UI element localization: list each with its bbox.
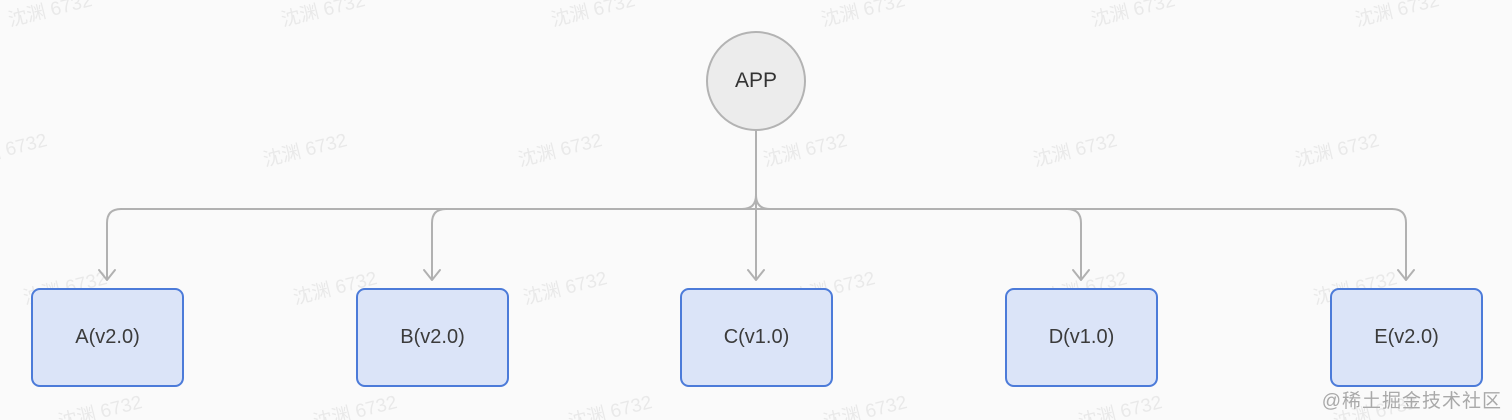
- edge-to-a: [106, 208, 122, 279]
- edge-to-b: [431, 208, 447, 279]
- node-e-label: E(v2.0): [1374, 326, 1439, 348]
- node-c-label: C(v1.0): [723, 326, 790, 348]
- community-watermark: @稀土掘金技术社区: [1321, 391, 1502, 412]
- node-app: APP: [706, 31, 806, 131]
- node-d-label: D(v1.0): [1048, 326, 1115, 348]
- arrowhead-e: [1397, 269, 1415, 281]
- node-a: A(v2.0): [31, 288, 184, 387]
- arrowhead-a: [98, 269, 116, 281]
- edge-to-d: [1066, 208, 1082, 279]
- edge-to-e: [1391, 208, 1407, 279]
- junction-fillet-left: [741, 194, 757, 210]
- node-b-label: B(v2.0): [400, 326, 465, 348]
- arrowhead-d: [1072, 269, 1090, 281]
- node-e: E(v2.0): [1330, 288, 1483, 387]
- node-d: D(v1.0): [1005, 288, 1158, 387]
- node-a-label: A(v2.0): [75, 326, 140, 348]
- node-b: B(v2.0): [356, 288, 509, 387]
- node-app-label: APP: [734, 69, 778, 92]
- arrowhead-c: [747, 269, 765, 281]
- node-c: C(v1.0): [680, 288, 833, 387]
- junction-fillet-right: [755, 194, 771, 210]
- arrowhead-b: [423, 269, 441, 281]
